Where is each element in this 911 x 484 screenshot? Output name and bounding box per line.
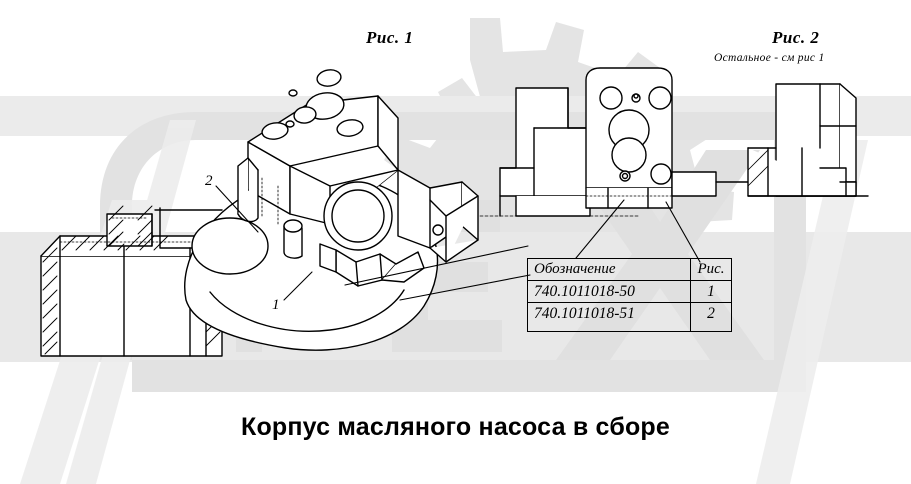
cell-designation: 740.1011018-51 xyxy=(527,302,691,333)
profile-view-middle xyxy=(479,87,641,217)
cell-designation: 740.1011018-50 xyxy=(527,279,691,304)
isometric-pump-housing xyxy=(184,69,531,351)
cell-figure: 1 xyxy=(690,279,732,304)
figure-2-subtitle: Остальное - см рис 1 xyxy=(714,52,825,64)
connector-bracket xyxy=(671,171,749,197)
header-figure: Рис. xyxy=(690,258,732,281)
callout-number-2: 2 xyxy=(205,173,213,189)
figure-1-label: Рис. 1 xyxy=(366,28,414,47)
cell-figure: 2 xyxy=(690,302,732,333)
table-row: 740.1011018-50 1 xyxy=(527,279,732,304)
designation-table: Обозначение Рис. 740.1011018-50 1 740.10… xyxy=(527,258,732,333)
callout-number-1: 1 xyxy=(272,297,280,313)
front-view-right xyxy=(575,67,701,263)
table-header-row: Обозначение Рис. xyxy=(527,258,732,281)
table-body: 740.1011018-50 1 740.1011018-51 2 xyxy=(527,279,732,333)
section-view-left xyxy=(40,205,223,357)
page-title: Корпус масляного насоса в сборе xyxy=(240,413,671,441)
table-row: 740.1011018-51 2 xyxy=(527,302,732,333)
table-header: Обозначение Рис. xyxy=(527,258,732,281)
figure-2-label: Рис. 2 xyxy=(772,28,820,47)
figure2-view xyxy=(747,83,869,197)
header-designation: Обозначение xyxy=(527,258,691,281)
